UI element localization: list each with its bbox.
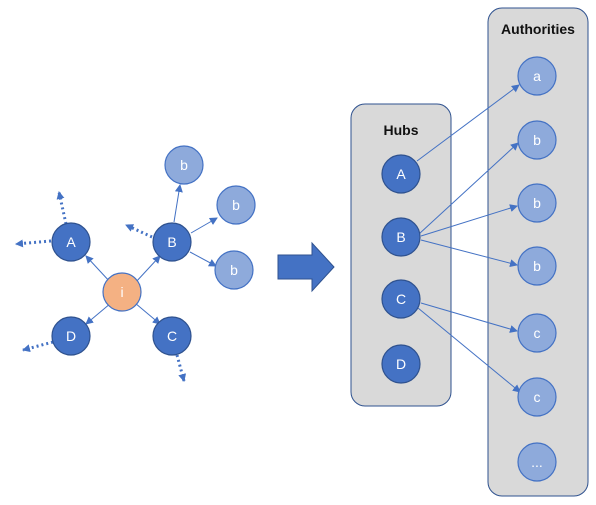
hub-node-B-label: B — [396, 229, 405, 245]
transition-arrow — [277, 241, 335, 293]
dotted-edge-C-down — [175, 354, 187, 382]
node-i-label: i — [120, 284, 123, 300]
authority-node-more-label: ... — [531, 454, 543, 470]
edge-B-to-b3 — [189, 251, 217, 267]
dotted-edge-D-left — [22, 340, 54, 353]
link-A-a — [416, 84, 520, 162]
left-graph-dotted-edges — [15, 191, 187, 382]
hub-node-C-label: C — [396, 291, 406, 307]
node-C-label: C — [167, 328, 177, 344]
node-A: A — [51, 222, 91, 262]
authority-node-b2-label: b — [533, 195, 541, 211]
hub-nodes: A B C D — [381, 154, 421, 384]
authority-node-a: a — [517, 56, 557, 96]
node-D-label: D — [66, 328, 76, 344]
authority-node-more: ... — [517, 442, 557, 482]
edge-i-to-A — [85, 255, 112, 284]
authority-node-c1-label: c — [534, 325, 541, 341]
dotted-edge-B-left — [125, 223, 153, 239]
edge-B-to-b1 — [173, 184, 183, 223]
authorities-title: Authorities — [501, 21, 575, 37]
authority-node-b2: b — [517, 183, 557, 223]
link-C-c2 — [417, 307, 521, 393]
authority-node-c2-label: c — [534, 389, 541, 405]
edge-i-to-D — [85, 302, 112, 325]
node-b-right: b — [216, 185, 256, 225]
hub-node-A: A — [381, 154, 421, 194]
node-b-top-label: b — [180, 157, 188, 173]
dotted-edge-A-left — [15, 239, 52, 248]
hub-node-A-label: A — [396, 166, 406, 182]
authority-nodes: a b b b c c ... — [517, 56, 557, 482]
left-graph-nodes: i A B D C b b b — [51, 145, 256, 356]
hub-node-C: C — [381, 279, 421, 319]
authority-node-c1: c — [517, 313, 557, 353]
node-i: i — [102, 272, 142, 312]
authority-node-b3: b — [517, 246, 557, 286]
node-A-label: A — [66, 234, 76, 250]
node-B-label: B — [167, 234, 176, 250]
hub-node-D: D — [381, 344, 421, 384]
hub-authority-links — [416, 84, 521, 393]
node-b-right-label: b — [232, 197, 240, 213]
authority-node-b1: b — [517, 120, 557, 160]
link-B-b2 — [420, 204, 518, 237]
link-B-b1 — [418, 142, 519, 235]
hub-node-D-label: D — [396, 356, 406, 372]
node-b-bottom: b — [214, 250, 254, 290]
node-B: B — [152, 222, 192, 262]
left-graph-edges — [85, 184, 218, 325]
edge-B-to-b2 — [190, 217, 218, 234]
hubs-title: Hubs — [384, 122, 419, 138]
node-b-top: b — [164, 145, 204, 185]
link-B-b3 — [420, 239, 518, 268]
authority-node-b1-label: b — [533, 132, 541, 148]
edge-i-to-B — [134, 255, 161, 284]
node-b-bottom-label: b — [230, 262, 238, 278]
hub-node-B: B — [381, 217, 421, 257]
dotted-edge-A-up — [56, 191, 68, 225]
edge-i-to-C — [134, 302, 161, 325]
node-C: C — [152, 316, 192, 356]
authority-node-b3-label: b — [533, 258, 541, 274]
link-C-c1 — [420, 302, 518, 333]
authority-node-c2: c — [517, 377, 557, 417]
node-D: D — [51, 316, 91, 356]
authority-node-a-label: a — [533, 68, 541, 84]
